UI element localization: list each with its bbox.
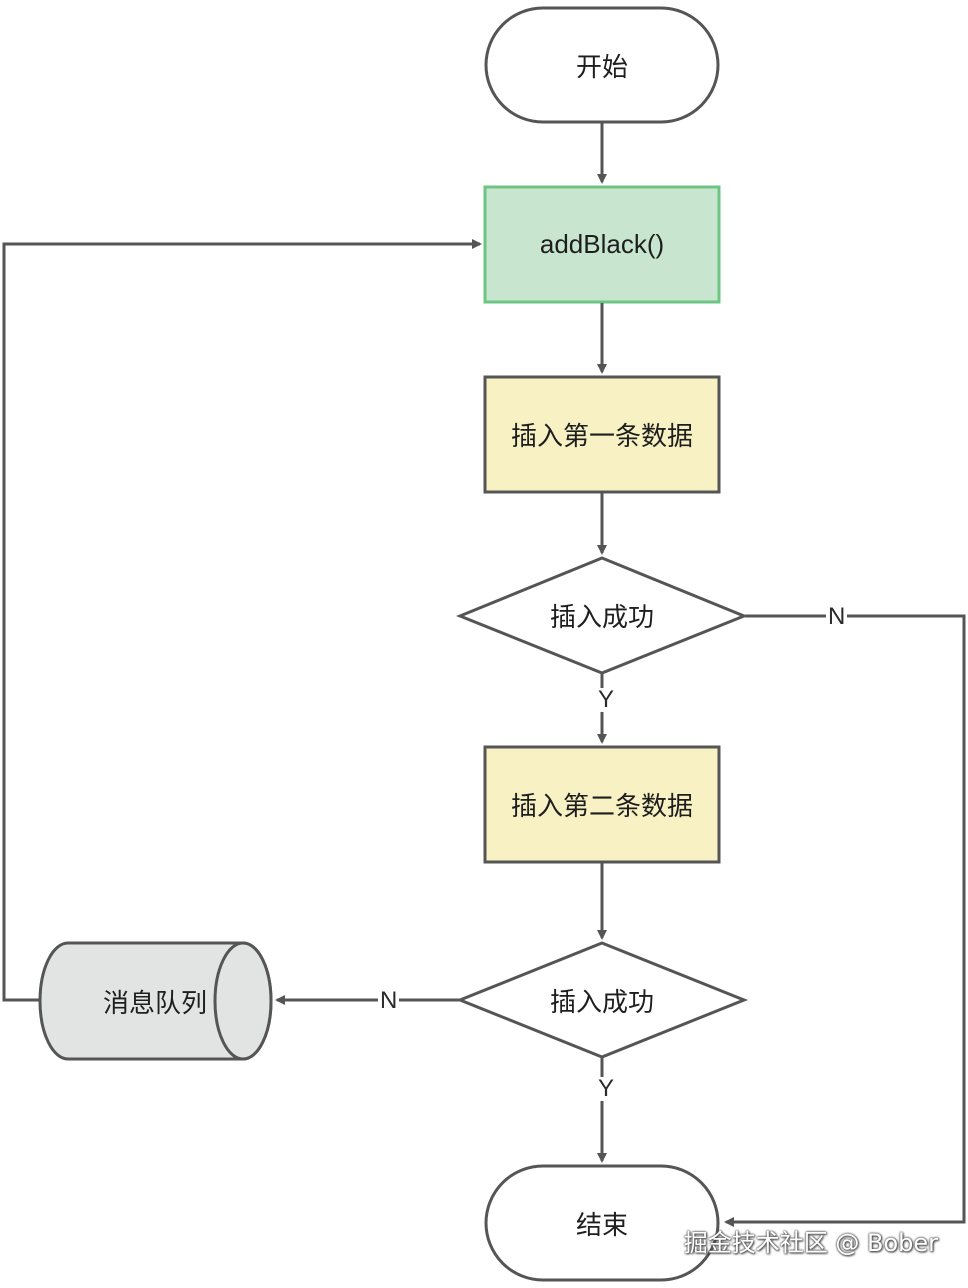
edge-queue-to-add-black: [2, 239, 482, 1002]
decision-1-no-label: N: [826, 603, 848, 630]
end-label: 结束: [575, 1210, 628, 1241]
message-queue-label: 消息队列: [102, 988, 207, 1019]
start-label: 开始: [575, 52, 628, 83]
watermark: 掘金技术社区 @ Bober: [683, 1229, 938, 1257]
insert-first-label: 插入第一条数据: [510, 422, 693, 452]
insert-second-box: [483, 745, 721, 864]
decision-2-label: 插入成功: [549, 987, 654, 1018]
start-terminator: [484, 6, 720, 124]
message-queue-cylinder: [38, 941, 273, 1061]
decision-1-yes-label: Y: [596, 686, 617, 713]
decision-2-diamond: [455, 941, 749, 1059]
insert-second-label: 插入第二条数据: [510, 792, 693, 822]
decision-1-label: 插入成功: [549, 603, 654, 633]
end-terminator: [484, 1164, 720, 1282]
insert-first-box: [483, 375, 721, 494]
decision-1-diamond: [456, 556, 748, 675]
decision-2-yes-label: Y: [596, 1075, 617, 1102]
add-black-box: [483, 185, 721, 304]
decision-2-no-label: N: [378, 987, 400, 1014]
add-black-label: addBlack(): [539, 229, 665, 259]
edge-decision-1-no: [724, 614, 966, 1227]
